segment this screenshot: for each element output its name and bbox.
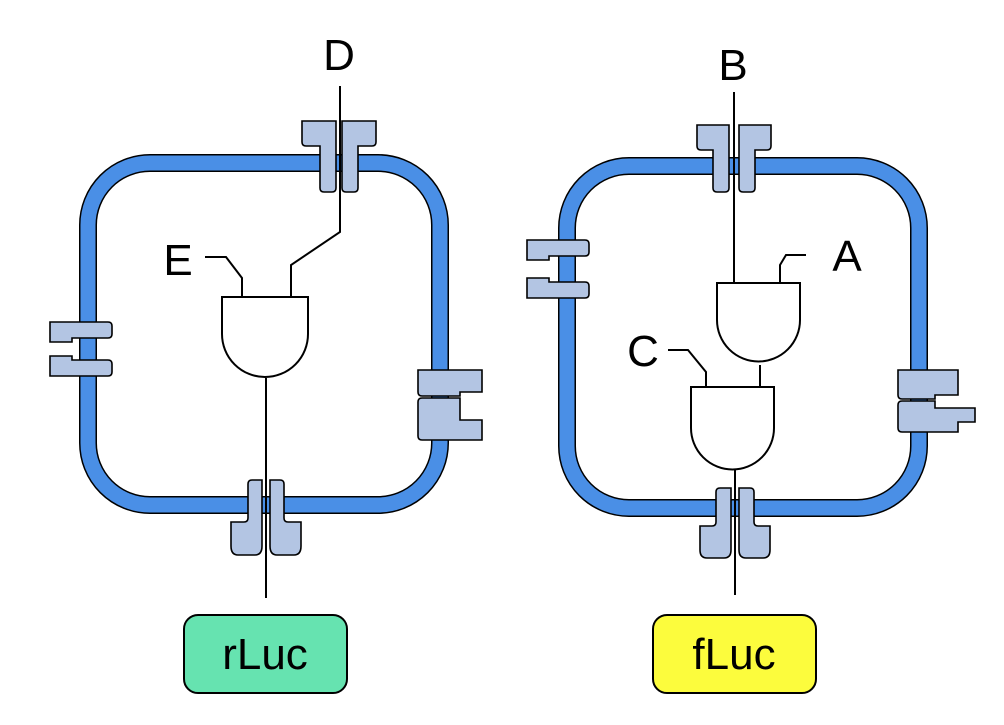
right-right-channel: [897, 369, 976, 433]
left-bottom-channel: [230, 479, 302, 556]
right-lower-and-gate: [690, 386, 775, 471]
right-input-a-wire: [779, 254, 806, 283]
right-left-channel: [526, 239, 590, 299]
left-and-gate: [221, 296, 309, 378]
rluc-output-badge: [183, 614, 348, 694]
right-cell: B A C fLuc: [526, 41, 976, 694]
left-right-channel: [417, 369, 483, 441]
left-input-d-label: D: [323, 31, 355, 80]
right-bottom-channel: [699, 487, 771, 559]
left-top-channel: [301, 120, 377, 193]
fluc-output-badge: [652, 614, 817, 694]
left-cell: D E rLuc: [49, 31, 483, 694]
right-upper-and-gate: [716, 282, 801, 363]
left-left-channel: [49, 321, 113, 377]
right-input-b-label: B: [718, 41, 747, 90]
left-input-e-wire: [205, 256, 243, 297]
right-top-channel: [696, 124, 772, 193]
right-input-c-wire: [668, 349, 707, 387]
left-input-d-wire: [290, 86, 341, 297]
fluc-output-label: fLuc: [692, 630, 775, 679]
left-input-e-label: E: [163, 236, 192, 285]
right-input-a-label: A: [832, 232, 862, 281]
right-input-c-label: C: [627, 327, 659, 376]
rluc-output-label: rLuc: [222, 630, 308, 679]
